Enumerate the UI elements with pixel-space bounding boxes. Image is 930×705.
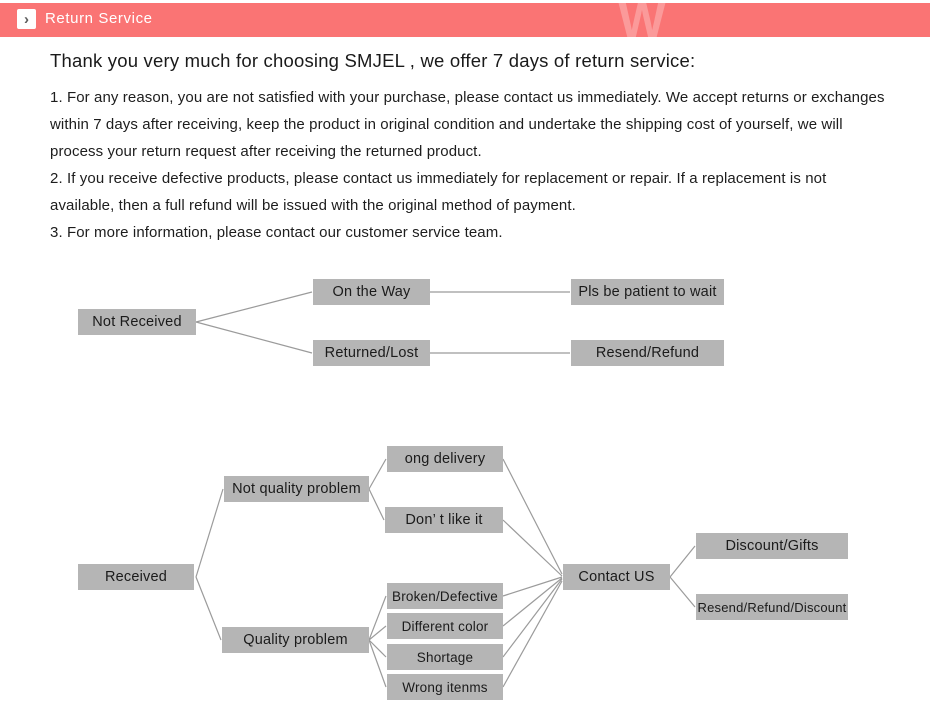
- connector-line: [502, 576, 563, 597]
- policy-paragraph-3: 3. For more information, please contact …: [50, 224, 503, 241]
- flow-node-returned-lost: Returned/Lost: [313, 340, 430, 366]
- connector-line: [368, 639, 387, 688]
- connector-line: [195, 291, 313, 323]
- flow-node-long-delivery: ong delivery: [387, 446, 503, 472]
- flow-node-dont-like-it: Don’ t like it: [385, 507, 503, 533]
- connector-line: [195, 488, 224, 578]
- section-header: › Return Service W: [0, 3, 930, 37]
- flow-node-shortage: Shortage: [387, 644, 503, 670]
- flow-node-pls-be-patient: Pls be patient to wait: [571, 279, 724, 305]
- connector-line: [502, 580, 563, 688]
- flow-node-resend-refund: Resend/Refund: [571, 340, 724, 366]
- intro-paragraphs: 1. For any reason, you are not satisfied…: [50, 84, 890, 246]
- policy-paragraph-2: 2. If you receive defective products, pl…: [50, 170, 827, 214]
- flow-node-not-received: Not Received: [78, 309, 196, 335]
- connector-line: [669, 576, 696, 608]
- connector-line: [502, 578, 563, 658]
- chevron-right-icon: ›: [17, 9, 36, 29]
- flow-node-wrong-items: Wrong itenms: [387, 674, 503, 700]
- flow-node-not-quality-problem: Not quality problem: [224, 476, 369, 502]
- flow-node-quality-problem: Quality problem: [222, 627, 369, 653]
- flow-node-broken-defective: Broken/Defective: [387, 583, 503, 609]
- connector-line: [195, 576, 222, 641]
- flow-node-different-color: Different color: [387, 613, 503, 639]
- connector-line: [368, 639, 387, 658]
- connector-line: [368, 458, 387, 490]
- policy-paragraph-1: 1. For any reason, you are not satisfied…: [50, 89, 885, 160]
- intro-title: Thank you very much for choosing SMJEL ,…: [50, 50, 696, 71]
- section-title: Return Service: [45, 10, 153, 27]
- connector-line: [368, 625, 387, 641]
- connector-line: [502, 458, 563, 575]
- connector-line: [368, 595, 387, 641]
- flow-node-on-the-way: On the Way: [313, 279, 430, 305]
- connector-line: [368, 488, 385, 521]
- connector-line: [669, 545, 696, 578]
- connector-line: [195, 321, 313, 354]
- flow-node-resend-refund-discount: Resend/Refund/Discount: [696, 594, 848, 620]
- flow-node-contact-us: Contact US: [563, 564, 670, 590]
- flow-node-discount-gifts: Discount/Gifts: [696, 533, 848, 559]
- flow-node-received: Received: [78, 564, 194, 590]
- connector-line: [502, 519, 563, 577]
- connector-line: [502, 577, 563, 627]
